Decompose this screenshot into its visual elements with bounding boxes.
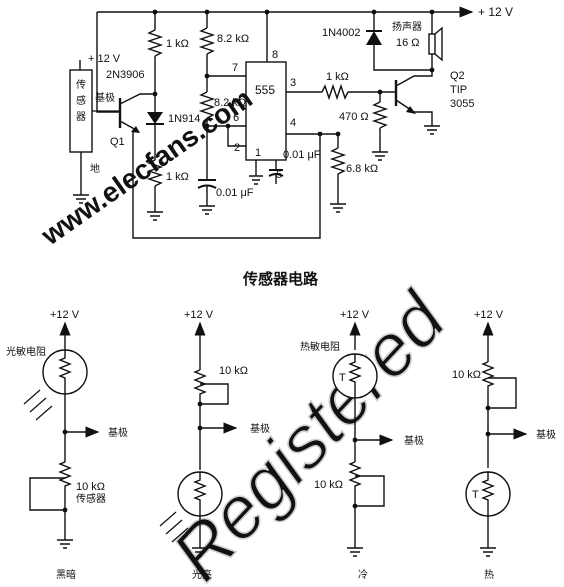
q1-transistor	[118, 93, 321, 239]
r3-label: 8.2 kΩ	[217, 33, 249, 45]
diode1-label: 1N914	[168, 113, 200, 125]
resistor-r3	[198, 27, 216, 55]
main-circuit: + 12 V 传感器 + 12 V 地 基极 2N3906 Q1	[69, 5, 513, 239]
light-caption: 光亮	[192, 568, 212, 581]
dark-base-label: 基极	[108, 426, 128, 439]
hot-base-label: 基极	[536, 428, 556, 441]
dark-caption: 黑暗	[56, 568, 76, 581]
pin6: 6	[233, 112, 239, 124]
diode-d1	[146, 112, 164, 125]
pin4: 4	[290, 117, 296, 129]
resistor-r2	[146, 159, 164, 187]
resistor-r6	[321, 83, 349, 101]
diode-d2	[366, 30, 382, 45]
cold-t-label: T	[339, 372, 346, 384]
cold-element-label: 热敏电阻	[300, 340, 340, 353]
hot-pot-label: 10 kΩ	[452, 369, 481, 381]
watermark-site: www.elecfans.com	[35, 82, 258, 251]
sensor-circuit-light: +12 V 10 kΩ 基极 光亮	[159, 309, 270, 581]
supply-label: + 12 V	[478, 5, 513, 19]
pin7: 7	[232, 62, 238, 74]
dark-pot-sub: 传感器	[76, 492, 106, 505]
r6-label: 1 kΩ	[326, 71, 349, 83]
capacitor-c1	[197, 179, 217, 189]
ground-label: 地	[90, 162, 100, 175]
sensor-circuit-cold: +12 V T 热敏电阻 基极 10 kΩ 冷	[300, 309, 424, 581]
hot-caption: 热	[484, 568, 494, 581]
ic-label: 555	[255, 83, 275, 97]
light-pot	[193, 369, 207, 470]
base-label: 基极	[95, 91, 115, 104]
q2-transistor	[394, 70, 440, 135]
light-supply: +12 V	[184, 309, 214, 321]
r4-label: 8.2 kΩ	[214, 97, 246, 109]
r5-label: 6.8 kΩ	[346, 163, 378, 175]
dark-pot-label: 10 kΩ	[76, 481, 105, 493]
cold-base-label: 基极	[404, 434, 424, 447]
light-base-label: 基极	[250, 422, 270, 435]
resistor-r4	[198, 91, 216, 119]
r2-label: 1 kΩ	[166, 171, 189, 183]
sensor-circuit-dark: +12 V 光敏电阻 基极 10 kΩ 传感器 黑暗	[6, 309, 128, 581]
light-arrows-icon-2	[159, 511, 189, 543]
q2-part2: 3055	[450, 98, 474, 110]
ground-symbol	[73, 194, 89, 204]
q2-ref: Q2	[450, 70, 465, 82]
pin1: 1	[255, 147, 261, 159]
speaker-label: 扬声器	[392, 20, 422, 33]
page-title: 传感器电路	[242, 270, 319, 288]
dark-supply: +12 V	[50, 309, 80, 321]
cold-caption: 冷	[358, 568, 368, 581]
q1-ref: Q1	[110, 136, 125, 148]
light-pot-label: 10 kΩ	[219, 365, 248, 377]
diode2-label: 1N4002	[322, 27, 361, 39]
sensor-circuit-hot: +12 V 10 kΩ 基极 T 热	[452, 309, 556, 581]
dark-pot	[58, 461, 72, 540]
q1-part: 2N3906	[106, 69, 145, 81]
hot-pot	[481, 361, 495, 468]
watermark-registered: Registered	[156, 276, 463, 587]
resistor-r5	[329, 147, 347, 175]
pin2: 2	[234, 142, 240, 154]
ic-555	[245, 61, 287, 161]
cold-supply: +12 V	[340, 309, 370, 321]
c2-label: 0.01 μF	[283, 149, 321, 161]
resistor-r7	[371, 101, 389, 129]
light-arrows-icon	[23, 389, 53, 421]
pin3: 3	[290, 77, 296, 89]
resistor-r1	[146, 29, 164, 57]
r1-label: 1 kΩ	[166, 38, 189, 50]
speaker-ohm: 16 Ω	[396, 37, 420, 49]
hot-supply: +12 V	[474, 309, 504, 321]
pin8: 8	[272, 49, 278, 61]
speaker-icon	[428, 26, 443, 62]
hot-t-label: T	[472, 489, 479, 501]
sensor-box-label: 传感器	[76, 79, 86, 123]
dark-element-label: 光敏电阻	[6, 345, 46, 358]
cold-pot-label: 10 kΩ	[314, 479, 343, 491]
q2-part1: TIP	[450, 84, 467, 96]
left-supply-label: + 12 V	[88, 53, 121, 65]
r7-label: 470 Ω	[339, 111, 369, 123]
c1-label: 0.01 μF	[216, 187, 254, 199]
